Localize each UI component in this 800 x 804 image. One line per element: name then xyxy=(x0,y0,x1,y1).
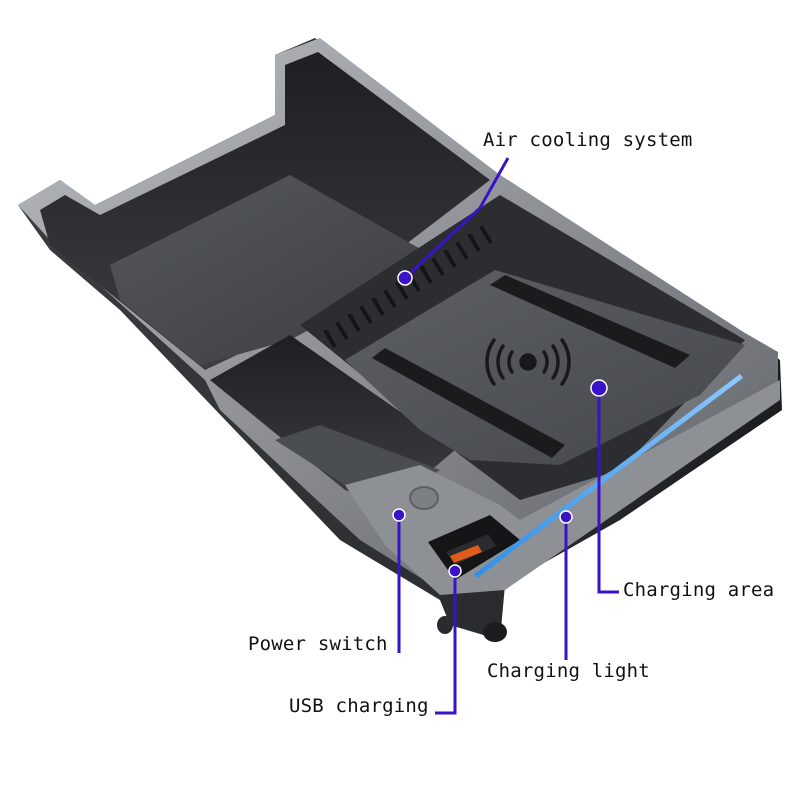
callout-dot-light xyxy=(559,510,573,524)
usb-charging-label: USB charging xyxy=(289,695,429,717)
air-cooling-label: Air cooling system xyxy=(483,129,693,151)
tray-foot-right xyxy=(483,622,507,642)
cooling-vents xyxy=(323,224,493,349)
power-button-icon xyxy=(409,486,439,510)
callout-dots xyxy=(392,270,608,578)
charging-light-label: Charging light xyxy=(487,660,650,682)
charging-area-label: Charging area xyxy=(623,579,775,601)
callout-dot-area xyxy=(590,379,608,397)
rubber-strip-right xyxy=(490,275,690,368)
callout-line-area xyxy=(597,388,619,594)
callout-dot-power xyxy=(392,508,406,522)
callout-lines xyxy=(397,157,619,715)
wireless-charging-icon xyxy=(485,338,571,386)
callout-line-usb xyxy=(435,571,457,715)
usb-port-icon xyxy=(428,515,520,580)
callout-line-air xyxy=(403,157,510,280)
large-bin-floor xyxy=(110,175,440,365)
tray-foot-left xyxy=(437,616,453,634)
charging-light-strip xyxy=(474,374,743,578)
callout-dot-air xyxy=(397,270,413,286)
callout-dot-usb xyxy=(448,564,462,578)
power-switch-label: Power switch xyxy=(248,633,388,655)
rubber-strip-left xyxy=(372,348,565,458)
